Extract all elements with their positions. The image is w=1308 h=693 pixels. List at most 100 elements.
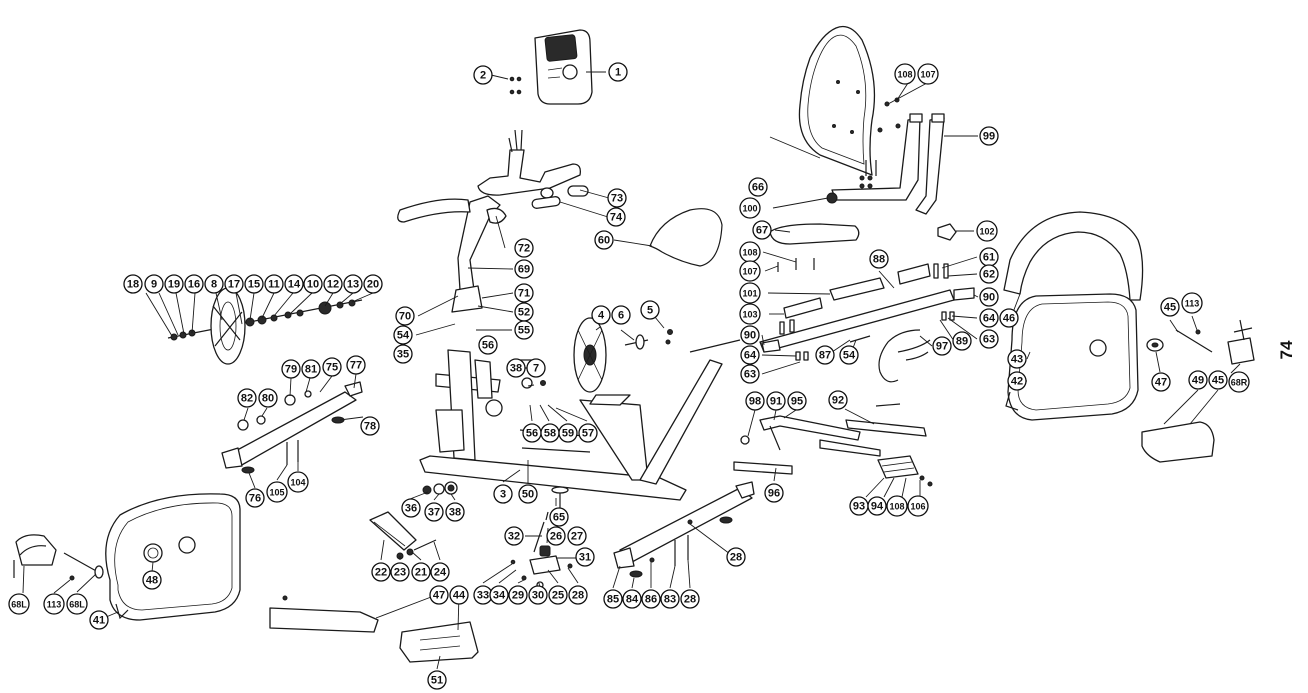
callout-number: 45 (1212, 375, 1224, 387)
callout-83: 83 (660, 589, 680, 609)
callout-46: 46 (999, 308, 1019, 328)
callout-30: 30 (528, 585, 548, 605)
callout-number: 55 (518, 325, 530, 337)
callout-number: 93 (853, 501, 865, 513)
callout-circle (393, 325, 413, 345)
callout-number: 46 (1003, 313, 1015, 325)
callout-circle (89, 610, 109, 630)
callout-circle (514, 283, 534, 303)
callout-circle (568, 585, 588, 605)
callout-number: 108 (889, 502, 904, 512)
seat-lever-part (733, 403, 933, 487)
callout-38: 38 (445, 502, 465, 522)
belt-pulley-part (573, 317, 673, 393)
callout-circle (932, 336, 952, 356)
callout-61: 61 (979, 247, 999, 267)
callout-circle (449, 585, 469, 605)
callout-56: 56 (522, 423, 542, 443)
callout-number: 89 (956, 336, 968, 348)
callout-circle (740, 325, 760, 345)
callout-circle (427, 670, 447, 690)
callout-28: 28 (726, 547, 746, 567)
callout-6: 6 (611, 305, 631, 325)
callout-67: 67 (752, 220, 772, 240)
callout-circle (237, 388, 257, 408)
callout-number: 30 (532, 590, 544, 602)
callout-number: 38 (510, 363, 522, 375)
callout-number: 99 (983, 131, 995, 143)
callout-number: 68L (11, 600, 27, 610)
callout-number: 11 (268, 279, 280, 291)
front-stabilizer-part (613, 481, 755, 578)
callout-number: 65 (553, 512, 565, 524)
callout-45: 45 (1208, 370, 1228, 390)
callout-23: 23 (390, 562, 410, 582)
callout-number: 27 (571, 531, 583, 543)
callout-circle (301, 359, 321, 379)
callout-64: 64 (979, 308, 999, 328)
callout-number: 90 (983, 292, 995, 304)
callout-circle (43, 593, 65, 615)
callout-2: 2 (473, 65, 493, 85)
callout-number: 103 (742, 310, 757, 320)
callout-25: 25 (548, 585, 568, 605)
callout-circle (266, 481, 288, 503)
callout-number: 83 (664, 594, 676, 606)
callout-number: 45 (1164, 302, 1176, 314)
callout-95: 95 (787, 391, 807, 411)
callout-number: 15 (248, 279, 260, 291)
callout-number: 70 (399, 311, 411, 323)
callout-3: 3 (493, 484, 513, 504)
callout-number: 13 (347, 279, 359, 291)
callout-circle (739, 260, 761, 282)
callout-15: 15 (244, 274, 264, 294)
callout-number: 63 (744, 369, 756, 381)
callout-circle (390, 562, 410, 582)
callout-circle (393, 344, 413, 364)
callout-11: 11 (264, 274, 284, 294)
callout-22: 22 (371, 562, 391, 582)
callout-circle (1208, 370, 1228, 390)
left-pedal-part (13, 534, 104, 581)
callout-circle (745, 391, 765, 411)
rear-stabilizer-part (221, 381, 363, 474)
callout-number: 104 (290, 478, 305, 488)
callout-circle (828, 390, 848, 410)
callout-circle (528, 585, 548, 605)
callout-36: 36 (401, 498, 421, 518)
console-screws-part (509, 76, 522, 95)
callout-circle (917, 63, 939, 85)
callout-circle (66, 593, 88, 615)
callout-number: 75 (326, 362, 338, 374)
callout-number: 67 (756, 225, 768, 237)
callout-circle (204, 274, 224, 294)
callout-circle (504, 526, 524, 546)
callout-circle (979, 126, 999, 146)
callout-number: 87 (819, 350, 831, 362)
callout-number: 54 (843, 350, 856, 362)
callout-number: 51 (431, 675, 443, 687)
callout-number: 63 (983, 334, 995, 346)
callout-circle (360, 416, 380, 436)
callout-108: 108 (894, 63, 916, 85)
callout-59: 59 (558, 423, 578, 443)
callout-number: 100 (742, 204, 757, 214)
callout-number: 35 (397, 349, 409, 361)
seat-bracket-part (831, 97, 945, 215)
callout-circle (952, 331, 972, 351)
callout-circle (244, 274, 264, 294)
callout-10: 10 (303, 274, 323, 294)
callout-number: 113 (47, 600, 62, 610)
callout-circle (867, 496, 887, 516)
callout-88: 88 (869, 249, 889, 269)
callout-number: 25 (552, 590, 564, 602)
callout-circle (680, 589, 700, 609)
callout-circle (894, 63, 916, 85)
callout-27: 27 (567, 526, 587, 546)
callout-number: 64 (744, 350, 757, 362)
callout-number: 4 (598, 310, 605, 322)
seat-bolts-107-108-part (777, 258, 815, 272)
callout-circle (748, 177, 768, 197)
callout-71: 71 (514, 283, 534, 303)
callout-number: 2 (480, 70, 486, 82)
